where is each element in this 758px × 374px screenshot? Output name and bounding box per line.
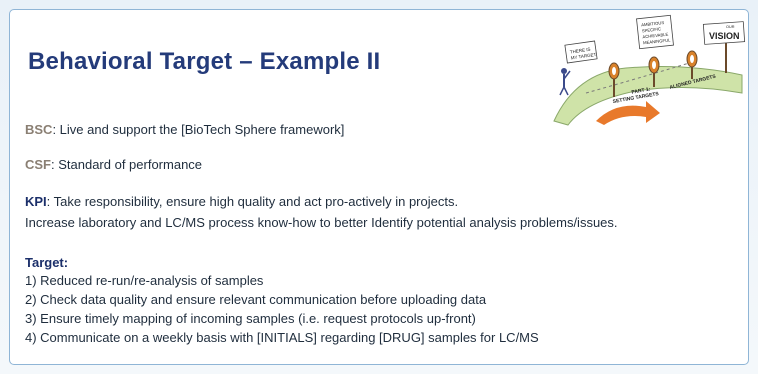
sign-vision: VISION <box>709 31 740 41</box>
sign-my-target: MY TARGET <box>570 52 596 61</box>
sign-our: OUR <box>726 25 735 29</box>
sign-specific: SPECIFIC <box>642 26 662 33</box>
bsc-line: BSC: Live and support the [BioTech Spher… <box>25 122 344 137</box>
csf-label: CSF <box>25 157 51 172</box>
target-setting-illustration: THERE IS MY TARGET AMBITIOUS <box>553 14 746 126</box>
csf-text: : Standard of performance <box>51 157 203 172</box>
target-item: 1) Reduced re-run/re-analysis of samples <box>25 273 264 288</box>
target-item: 3) Ensure timely mapping of incoming sam… <box>25 311 476 326</box>
target-heading: Target: <box>25 255 68 270</box>
page-title: Behavioral Target – Example II <box>28 48 381 75</box>
content-panel: Behavioral Target – Example II THERE IS … <box>9 9 749 365</box>
kpi-text: : Take responsibility, ensure high quali… <box>46 194 459 209</box>
kpi-label: KPI <box>25 194 47 209</box>
sign-ambitious: AMBITIOUS <box>641 20 665 27</box>
sign-achievable: ACHIEVABLE <box>642 32 669 40</box>
target-label: Target: <box>25 255 69 270</box>
target-icon <box>686 50 698 79</box>
bsc-text: : Live and support the [BioTech Sphere f… <box>52 122 345 137</box>
sign-there-is: THERE IS <box>570 47 591 55</box>
person-icon <box>559 68 571 96</box>
banner-part: PART 1: <box>631 86 651 95</box>
target-icon <box>608 62 620 97</box>
csf-line: CSF: Standard of performance <box>25 157 202 172</box>
sign-meaningful: MEANINGFUL <box>643 37 671 45</box>
target-item: 4) Communicate on a weekly basis with [I… <box>25 330 539 345</box>
bsc-label: BSC <box>25 122 53 137</box>
kpi-line-2: Increase laboratory and LC/MS process kn… <box>25 215 618 230</box>
target-icon <box>648 56 660 87</box>
target-item: 2) Check data quality and ensure relevan… <box>25 292 487 307</box>
kpi-line: KPI: Take responsibility, ensure high qu… <box>25 194 458 209</box>
arrow-icon <box>596 101 660 125</box>
